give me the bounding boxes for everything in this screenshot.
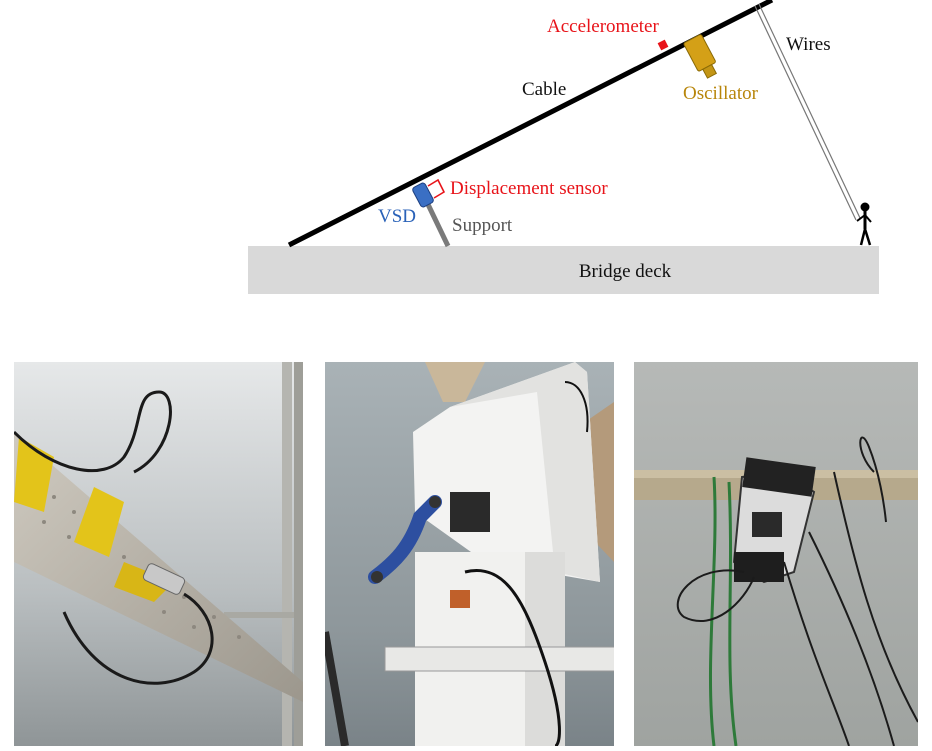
oscillator-label: Oscillator xyxy=(683,83,759,104)
cable-label: Cable xyxy=(522,79,566,100)
wires-label: Wires xyxy=(786,34,831,55)
support-label: Support xyxy=(452,215,513,236)
oscillator-icon xyxy=(683,34,718,79)
bridge-deck xyxy=(248,246,879,294)
person-icon xyxy=(856,202,872,246)
bridge-deck-label: Bridge deck xyxy=(579,261,672,282)
displacement-sensor-icon xyxy=(427,178,446,199)
photo-oscillator-device xyxy=(634,362,918,746)
accelerometer-icon xyxy=(657,39,669,51)
wires-line xyxy=(754,3,861,221)
vsd-icon xyxy=(412,182,434,208)
vsd-label: VSD xyxy=(378,206,416,227)
test-setup-diagram: Bridge deck Support Cable VSD Displaceme… xyxy=(248,0,879,294)
displacement-sensor-label: Displacement sensor xyxy=(450,178,608,199)
accelerometer-label: Accelerometer xyxy=(547,16,659,37)
photo-anchorage-damper xyxy=(325,362,614,746)
photo-cable-sensor xyxy=(14,362,303,746)
